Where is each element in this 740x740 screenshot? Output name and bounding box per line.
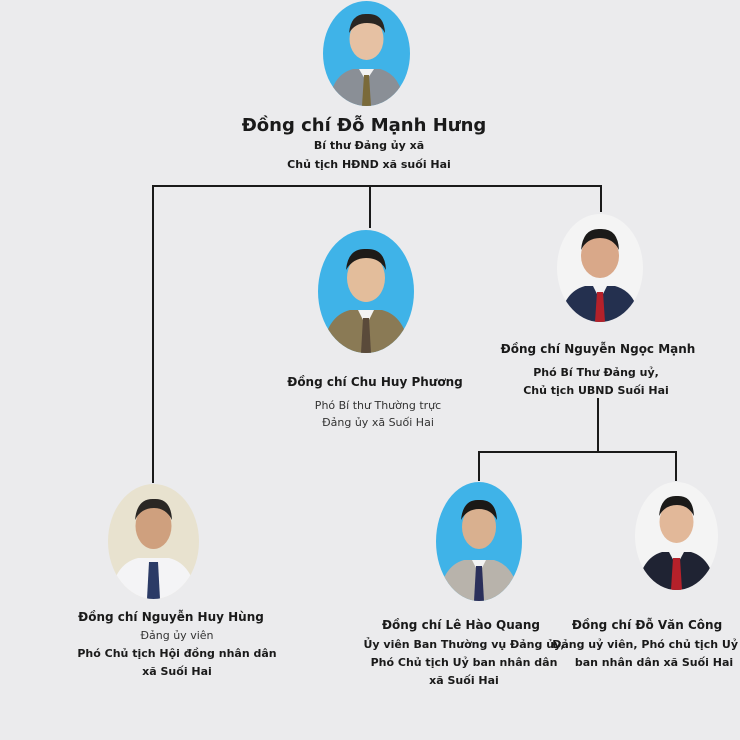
portrait-do-manh-hung [323,1,410,106]
person-portrait-icon [637,495,716,590]
node-title-do-manh-hung-2: Chủ tịch HĐND xã suối Hai [287,158,451,171]
portrait-nguyen-huy-hung [108,484,199,599]
node-name-nguyen-huy-hung: Đồng chí Nguyễn Huy Hùng [78,610,264,624]
node-title-nguyen-ngoc-manh-2: Chủ tịch UBND Suối Hai [523,384,669,397]
node-title-nguyen-huy-hung-1: Đảng ủy viên [140,629,214,642]
node-title-le-hao-quang-1: Ủy viên Ban Thường vụ Đảng ủy, [363,638,565,651]
person-portrait-icon [329,13,404,106]
node-name-do-van-cong: Đồng chí Đỗ Văn Công [571,618,723,632]
portrait-nguyen-ngoc-manh [557,214,643,322]
node-title-do-van-cong-2: ban nhân dân xã Suối Hai [574,656,734,669]
person-portrait-icon [438,499,520,601]
person-portrait-icon [560,228,640,322]
person-portrait-icon [110,498,197,599]
node-title-chu-huy-phuong-1: Phó Bí thư Thường trực [314,399,442,412]
node-title-nguyen-huy-hung-2: Phó Chủ tịch Hội đồng nhân dân [77,647,277,660]
node-name-le-hao-quang: Đồng chí Lê Hào Quang [381,618,541,632]
node-title-do-van-cong-1: Đảng uỷ viên, Phó chủ tịch Uỷ [552,638,738,651]
portrait-chu-huy-phuong [318,230,414,353]
person-portrait-icon [322,248,410,353]
portrait-do-van-cong [635,482,718,590]
node-title-nguyen-huy-hung-3: xã Suối Hai [142,665,212,678]
node-title-le-hao-quang-2: Phó Chủ tịch Uỷ ban nhân dân [370,656,558,669]
node-title-le-hao-quang-3: xã Suối Hai [429,674,499,687]
node-title-do-manh-hung-1: Bí thư Đảng ủy xã [313,139,425,152]
node-name-chu-huy-phuong: Đồng chí Chu Huy Phương [287,375,463,389]
portrait-le-hao-quang [436,482,522,601]
node-title-nguyen-ngoc-manh-1: Phó Bí Thư Đảng uỷ, [533,366,659,379]
node-name-do-manh-hung: Đồng chí Đỗ Mạnh Hưng [241,115,487,136]
node-name-nguyen-ngoc-manh: Đồng chí Nguyễn Ngọc Mạnh [500,342,696,356]
node-title-chu-huy-phuong-2: Đảng ủy xã Suối Hai [322,416,434,429]
